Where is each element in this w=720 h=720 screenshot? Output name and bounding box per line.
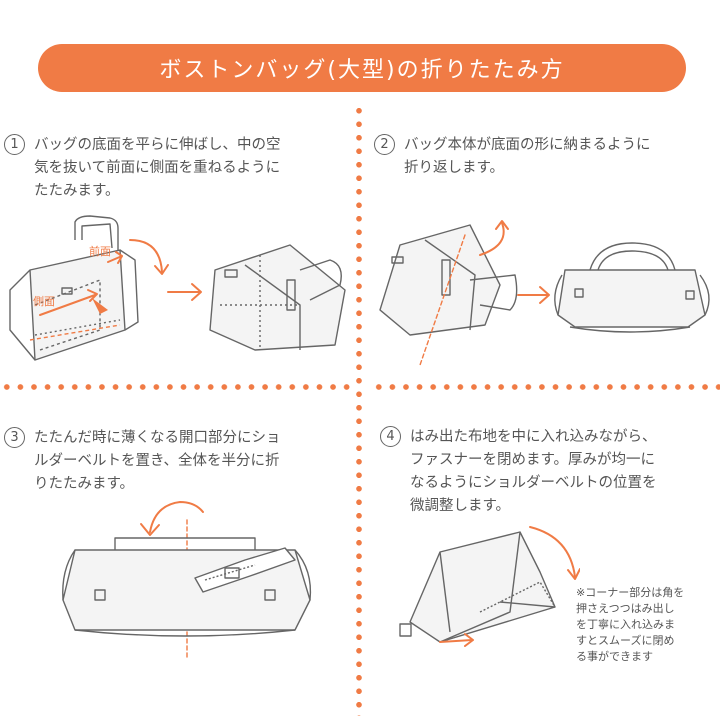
illustration-step-1: 前面 側面 [9, 215, 346, 361]
step-text-3: たたんだ時に薄くなる開口部分にショ ルダーベルトを置き、全体を半分に折 りたたみ… [34, 430, 281, 492]
illustration-step-2 [379, 220, 710, 366]
step-number-1: 1 [4, 134, 25, 155]
step-number-4: 4 [380, 426, 401, 447]
illustration-step-3 [62, 501, 312, 659]
page-title: ボストンバッグ(大型)の折りたたみ方 [159, 58, 565, 83]
step-text-1: バッグの底面を平らに伸ばし、中の空 気を抜いて前面に側面を重ねるように たたみま… [34, 137, 281, 199]
step-4: 4 はみ出た布地を中に入れ込みながら、 ファスナーを閉めます。厚みが均一に なる… [380, 426, 710, 518]
step-number-3: 3 [4, 427, 25, 448]
side-label: 側面 [33, 295, 55, 308]
horizontal-dotted-divider-left [0, 383, 350, 391]
title-banner: ボストンバッグ(大型)の折りたたみ方 [38, 44, 686, 92]
step-1: 1 バッグの底面を平らに伸ばし、中の空 気を抜いて前面に側面を重ねるように たた… [4, 134, 344, 203]
front-label: 前面 [89, 244, 111, 258]
vertical-dotted-divider [355, 104, 363, 716]
step-text-4: はみ出た布地を中に入れ込みながら、 ファスナーを閉めます。厚みが均一に なるよう… [410, 429, 657, 514]
step-3: 3 たたんだ時に薄くなる開口部分にショ ルダーベルトを置き、全体を半分に折 りた… [4, 427, 349, 496]
step-number-2: 2 [374, 134, 395, 155]
illustration-step-4 [399, 526, 580, 647]
step-text-2: バッグ本体が底面の形に納まるように 折り返します。 [404, 137, 651, 176]
horizontal-dotted-divider-right [372, 383, 720, 391]
step-2: 2 バッグ本体が底面の形に納まるように 折り返します。 [374, 134, 714, 180]
corner-note: ※コーナー部分は角を 押さえつつはみ出し を丁寧に入れ込みま すとスムーズに閉め… [576, 586, 685, 663]
